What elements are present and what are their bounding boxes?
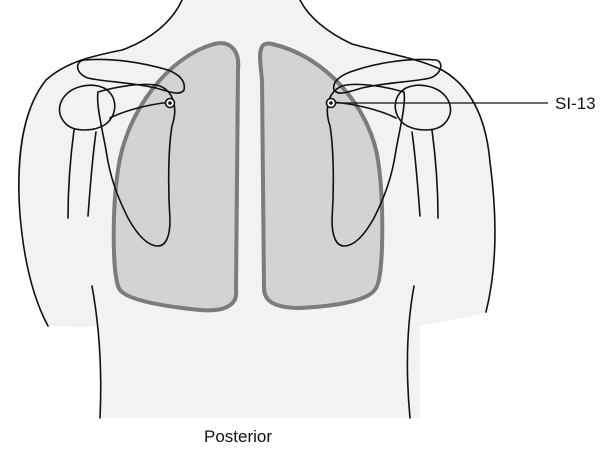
point-label: SI-13 <box>555 94 596 113</box>
view-caption: Posterior <box>204 427 272 446</box>
left-si13-point-marker <box>166 99 175 108</box>
right-si13-point-marker <box>327 99 336 108</box>
